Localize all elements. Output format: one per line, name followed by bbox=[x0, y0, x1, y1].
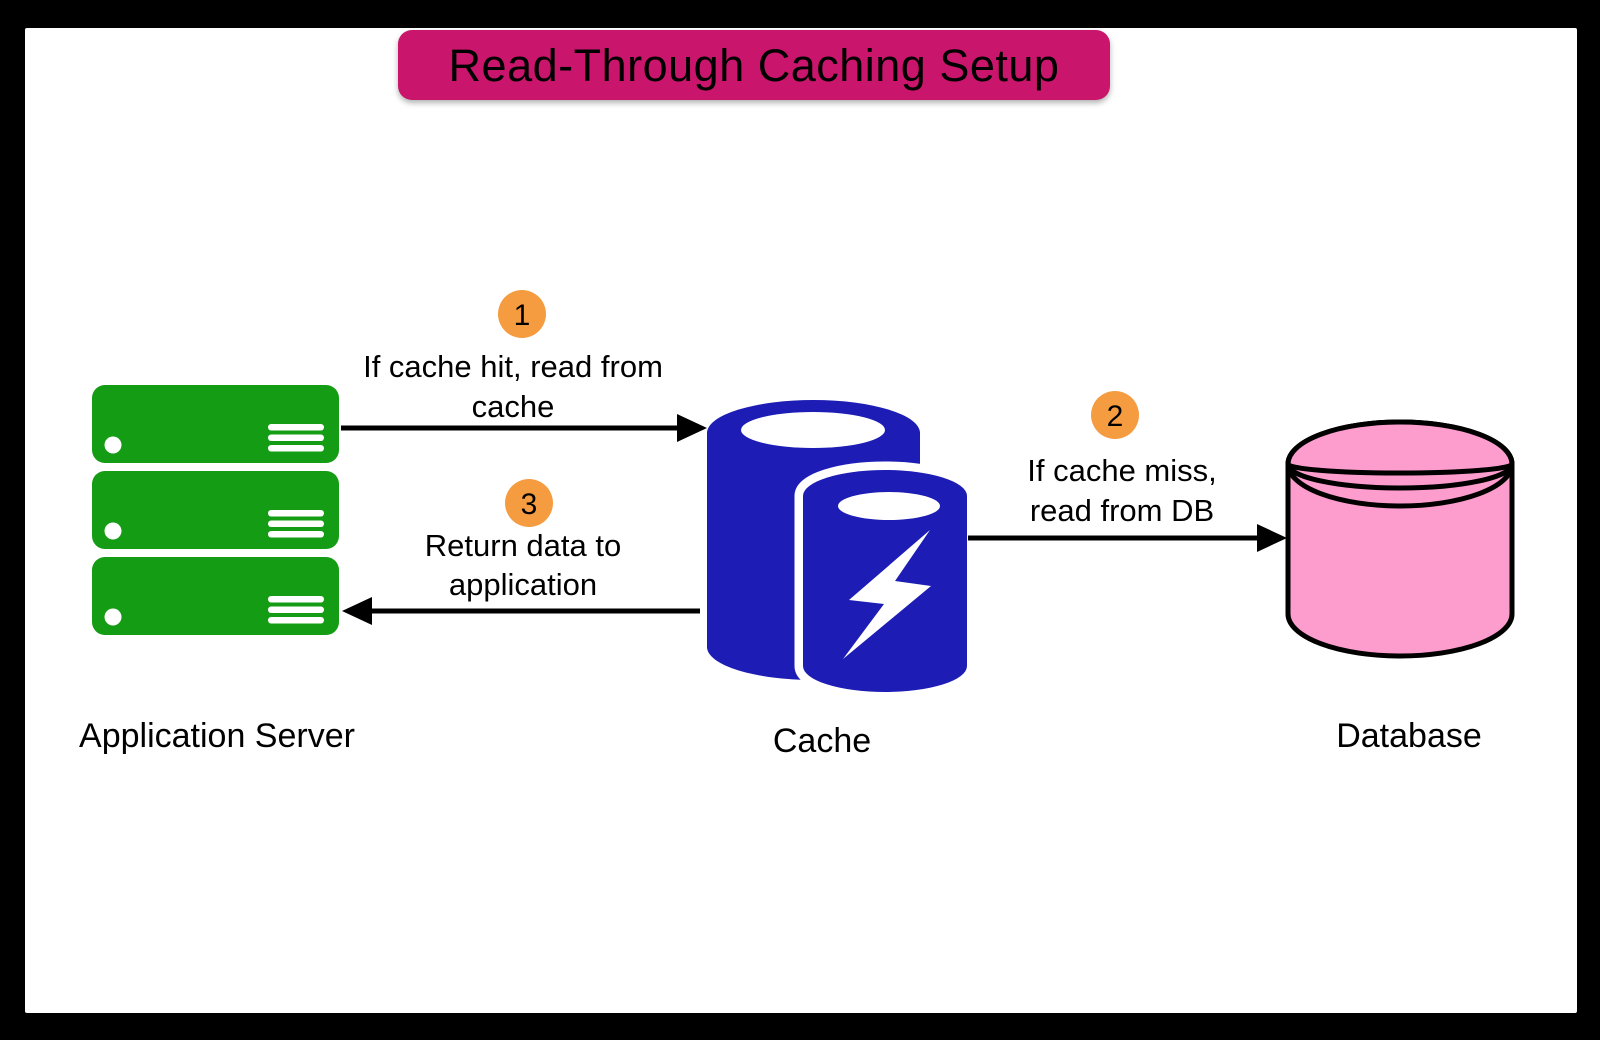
cache-label: Cache bbox=[773, 722, 871, 760]
step-2-annotation: 2 If cache miss, read from DB bbox=[1027, 391, 1217, 528]
step-number-2: 2 bbox=[1107, 400, 1124, 433]
step-2-label-line2: read from DB bbox=[1030, 493, 1214, 528]
arrow-return-data bbox=[342, 597, 700, 625]
database-cylinder-icon bbox=[1285, 419, 1515, 659]
cache-cylinders-lightning-icon bbox=[707, 400, 976, 701]
arrowhead bbox=[342, 597, 372, 625]
step-badge-1 bbox=[498, 290, 546, 338]
title-badge-bg bbox=[398, 30, 1110, 100]
server-vent-lines bbox=[268, 424, 324, 452]
database-top bbox=[1285, 419, 1515, 509]
database-label: Database bbox=[1336, 717, 1482, 755]
step-1-label-line2: cache bbox=[472, 389, 555, 424]
step-3-label-line2: application bbox=[449, 567, 597, 602]
arrowhead bbox=[677, 414, 707, 442]
server-led-dot bbox=[104, 608, 122, 626]
arrowhead bbox=[1257, 524, 1287, 552]
title-badge: Read-Through Caching Setup bbox=[398, 30, 1110, 100]
server-vent-lines bbox=[268, 596, 324, 624]
database-ring bbox=[1285, 463, 1515, 491]
server-unit bbox=[92, 471, 339, 549]
lightning-bolt-icon bbox=[843, 530, 931, 659]
server-stack-icon bbox=[92, 385, 339, 635]
arrow-cache-miss bbox=[968, 524, 1287, 552]
server-led-dot bbox=[104, 522, 122, 540]
step-1-label-line1: If cache hit, read from bbox=[363, 349, 663, 384]
cache-cylinder-front-opening bbox=[838, 492, 940, 520]
database-ring bbox=[1285, 462, 1515, 476]
arrow-cache-hit bbox=[341, 414, 707, 442]
app-server-label: Application Server bbox=[79, 717, 355, 755]
step-3-annotation: 3 Return data to application bbox=[425, 479, 621, 602]
step-badge-3 bbox=[505, 479, 553, 527]
step-number-1: 1 bbox=[514, 299, 531, 332]
server-unit bbox=[92, 385, 339, 463]
cache-cylinder-back-opening bbox=[741, 412, 885, 448]
page-title: Read-Through Caching Setup bbox=[449, 40, 1060, 91]
server-led-dot bbox=[104, 436, 122, 454]
step-1-annotation: 1 If cache hit, read from cache bbox=[363, 290, 663, 424]
server-unit bbox=[92, 557, 339, 635]
step-number-3: 3 bbox=[521, 488, 538, 521]
server-vent-lines bbox=[268, 510, 324, 538]
step-badge-2 bbox=[1091, 391, 1139, 439]
step-3-label-line1: Return data to bbox=[425, 528, 621, 563]
step-2-label-line1: If cache miss, bbox=[1027, 453, 1217, 488]
